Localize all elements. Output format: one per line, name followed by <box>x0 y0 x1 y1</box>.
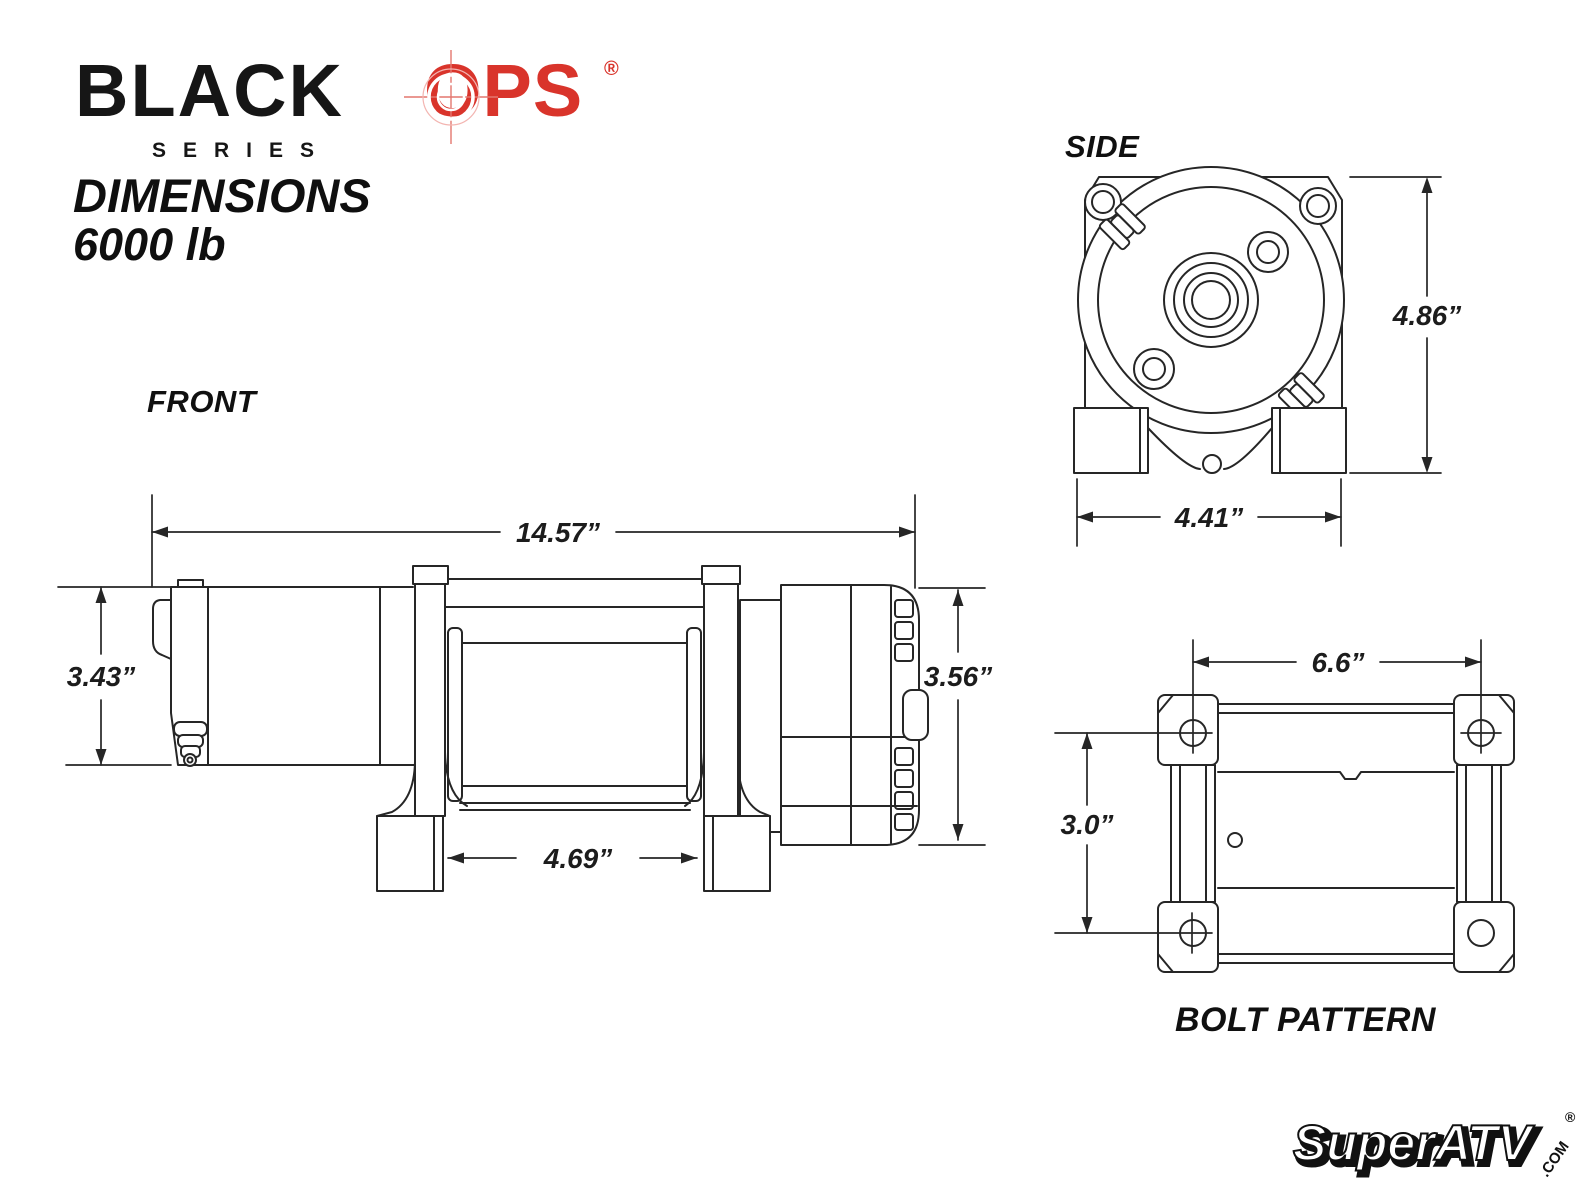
front-gear-height-dim: 3.56” <box>924 661 993 692</box>
front-dimension-lines <box>57 494 986 864</box>
clutch-lever <box>902 689 929 741</box>
page-title: DIMENSIONS <box>73 169 371 222</box>
side-dimension-lines <box>1076 176 1442 547</box>
bolt-width-dim: 6.6” <box>1312 647 1365 678</box>
motor-terminal-bolt <box>173 721 208 767</box>
superatv-domain-text: .COM <box>1536 1138 1572 1180</box>
front-drum-width-dim: 4.69” <box>543 843 613 874</box>
mounting-stud-top-left <box>1098 203 1146 251</box>
front-motor-height-dim: 3.43” <box>67 661 136 692</box>
brand-registered-mark: ® <box>604 58 619 80</box>
front-view-label: FRONT <box>147 384 257 419</box>
side-view-drawing: 4.86” 4.41” <box>1073 166 1462 547</box>
side-width-dim: 4.41” <box>1174 502 1244 533</box>
bolt-pattern-drawing: 6.6” 3.0” <box>1054 639 1515 973</box>
gear-housing-ribs <box>894 599 914 831</box>
side-height-dim: 4.86” <box>1392 300 1462 331</box>
superatv-logo: SuperATV SuperATV .COM ® <box>1292 1109 1576 1180</box>
front-view-drawing: 14.57” 3.43” 4.69” 3.56” <box>57 494 993 892</box>
brand-series-label: SERIES <box>152 139 332 162</box>
brand-black-wordmark: BLACK <box>75 49 344 132</box>
page-subtitle-capacity: 6000 lb <box>73 219 226 270</box>
side-view-label: SIDE <box>1065 129 1140 164</box>
superatv-logo-shadow-text: SuperATV <box>1297 1119 1539 1175</box>
front-overall-width-dim: 14.57” <box>516 517 600 548</box>
superatv-logo-text: SuperATV <box>1293 1115 1535 1171</box>
superatv-registered-mark: ® <box>1565 1109 1576 1125</box>
bolt-dimension-lines <box>1054 639 1502 954</box>
bolt-height-dim: 3.0” <box>1061 809 1114 840</box>
bolt-pattern-view-label: BOLT PATTERN <box>1175 1001 1436 1039</box>
